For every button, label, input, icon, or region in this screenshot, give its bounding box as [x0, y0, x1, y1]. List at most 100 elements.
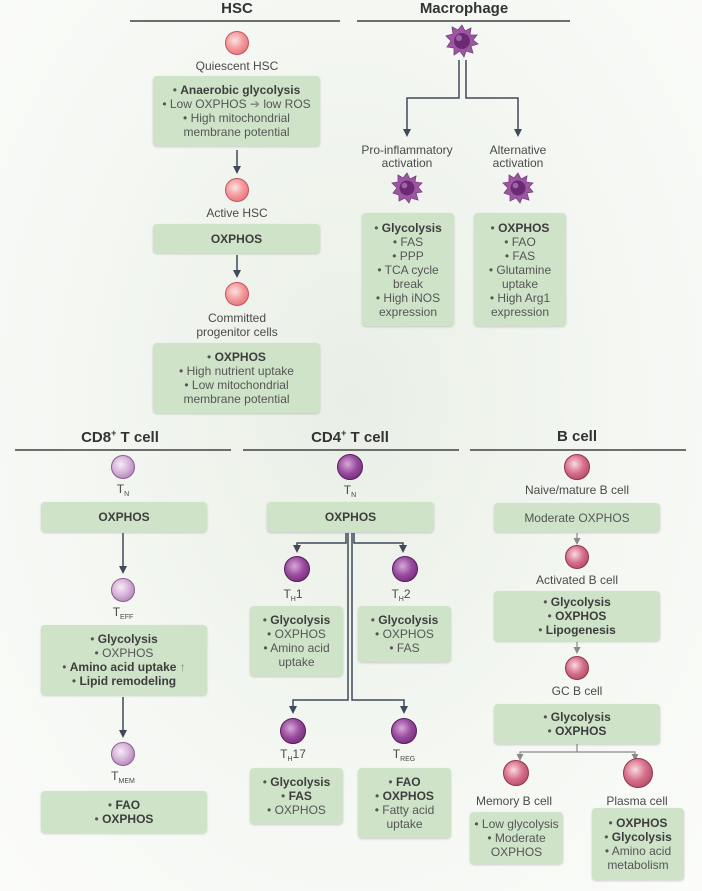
metabolism-item: OXPHOS — [210, 231, 263, 246]
quiescent-hsc-label: Quiescent HSC — [195, 59, 279, 73]
arrow-to-alternative — [465, 60, 522, 137]
committed-label-line2: progenitor cells — [196, 325, 278, 339]
treg-box: • FAO • OXPHOS • Fatty acid uptake — [358, 768, 451, 838]
cd8-teff-label: TEFF — [112, 605, 134, 621]
gc-bcell-label: GC B cell — [551, 684, 603, 698]
arrow-gc-to-plasma — [577, 751, 639, 761]
th1-label: TH1 — [283, 587, 303, 603]
cd8-rule — [15, 449, 231, 451]
metabolism-item: • OXPHOS — [490, 220, 550, 235]
metabolism-item: • OXPHOS — [547, 724, 607, 738]
metabolism-item: • Glycolysis — [374, 220, 442, 235]
memory-bcell-label: Memory B cell — [475, 794, 553, 808]
activated-bcell-icon — [565, 545, 589, 569]
cd8-tn-icon — [111, 455, 135, 479]
metabolism-item: • FAO — [504, 234, 536, 249]
arrow-gc-to-memory — [516, 744, 578, 761]
metabolism-item: • High mitochondrial — [183, 111, 290, 125]
cd8-tn-label: TN — [116, 482, 130, 498]
pro-inflammatory-macrophage-icon — [391, 172, 423, 204]
metabolism-item: • Amino acid uptake ↑ — [62, 660, 186, 674]
metabolism-item: • OXPHOS — [375, 789, 434, 803]
quiescent-hsc-box: • Anaerobic glycolysis • Low OXPHOS ➔ lo… — [153, 76, 320, 146]
arrow-right-icon: ➔ — [249, 97, 260, 111]
alternative-label-line2: activation — [492, 156, 544, 170]
metabolism-item: • Moderate — [487, 831, 546, 845]
bcell-rule — [470, 449, 686, 451]
metabolism-item: metabolism — [607, 858, 669, 872]
metabolism-item: • FAO — [388, 775, 421, 789]
alternative-macrophage-icon — [502, 172, 534, 204]
plasma-cell-icon — [623, 758, 653, 788]
metabolism-item: • OXPHOS — [94, 812, 154, 826]
metabolism-item: OXPHOS — [324, 510, 377, 524]
metabolism-item: • Fatty acid — [374, 803, 435, 817]
metabolism-item: membrane potential — [183, 392, 290, 406]
arrow-to-treg — [351, 533, 408, 714]
activated-bcell-label: Activated B cell — [535, 573, 619, 587]
committed-progenitor-box: • OXPHOS • High nutrient uptake • Low mi… — [153, 343, 320, 413]
metabolism-item: break — [392, 276, 424, 291]
th2-label: TH2 — [391, 587, 411, 603]
th2-icon — [392, 556, 418, 582]
metabolism-item: • Glutamine — [488, 262, 552, 277]
active-hsc-box: OXPHOS — [153, 224, 320, 253]
metabolism-item: • Glycolysis — [262, 613, 331, 627]
th17-label: TH17 — [280, 747, 306, 763]
metabolism-item: • Low glycolysis — [474, 817, 559, 831]
cd8-teff-icon — [111, 578, 135, 602]
metabolism-item: • FAS — [392, 234, 424, 249]
macrophage-title: Macrophage — [419, 0, 509, 17]
metabolism-item: • Glycolysis — [543, 595, 611, 609]
metabolism-item: • OXPHOS — [94, 646, 154, 660]
arrow-to-th1 — [293, 533, 347, 553]
alternative-box: • OXPHOS • FAO • FAS • Glutamine uptake … — [474, 213, 566, 326]
arrow-to-th2 — [353, 533, 407, 553]
metabolism-item: membrane potential — [183, 125, 290, 139]
memory-bcell-box: • Low glycolysis • Moderate OXPHOS — [470, 812, 563, 864]
metabolism-item: • OXPHOS — [267, 803, 326, 817]
active-hsc-label: Active HSC — [206, 206, 268, 220]
metabolism-item: • FAS — [504, 248, 536, 263]
activated-bcell-box: • Glycolysis • OXPHOS • Lipogenesis — [494, 591, 660, 641]
metabolism-item: • Anaerobic glycolysis — [172, 83, 301, 97]
metabolism-item: • High nutrient uptake — [179, 364, 294, 378]
cd4-title: CD4+ T cell — [311, 428, 389, 446]
metabolism-item: expression — [490, 304, 550, 319]
th1-box: • Glycolysis • OXPHOS • Amino acid uptak… — [250, 606, 343, 676]
active-hsc-icon — [225, 178, 249, 202]
metabolism-item: • Glycolysis — [604, 830, 672, 844]
metabolism-item: • OXPHOS — [375, 627, 434, 641]
metabolism-item: • Glycolysis — [543, 710, 611, 724]
metabolism-item: Moderate OXPHOS — [524, 510, 630, 525]
metabolism-item: • OXPHOS — [608, 816, 668, 830]
committed-progenitor-icon — [225, 282, 249, 306]
metabolism-item: • TCA cycle — [377, 262, 439, 277]
metabolism-item: • Amino acid — [604, 844, 672, 858]
pro-inflammatory-label-line1: Pro-inflammatory — [361, 143, 453, 157]
metabolism-item: • Lipid remodeling — [71, 674, 177, 688]
metabolism-item: OXPHOS — [98, 510, 150, 524]
metabolism-item: • OXPHOS — [207, 350, 266, 364]
th17-icon — [280, 718, 306, 744]
metabolism-item: • OXPHOS — [267, 627, 326, 641]
cd8-tmem-label: TMEM — [111, 769, 135, 785]
metabolism-item: • Glycolysis — [370, 613, 439, 627]
cd8-tmem-box: • FAO • OXPHOS — [41, 791, 207, 833]
metabolism-item: uptake — [278, 655, 315, 669]
macrophage-icon — [445, 24, 479, 58]
hsc-rule — [130, 20, 340, 22]
cd4-tn-box: OXPHOS — [267, 502, 434, 532]
gc-bcell-icon — [565, 656, 589, 680]
metabolism-item: OXPHOS — [490, 845, 543, 859]
metabolism-item: • OXPHOS — [547, 609, 607, 623]
arrow-to-pro-inflammatory — [403, 60, 460, 137]
arrow-to-th17 — [289, 533, 349, 714]
metabolism-item: • High iNOS — [375, 290, 441, 305]
naive-bcell-box: Moderate OXPHOS — [494, 503, 660, 532]
cd4-tn-icon — [337, 454, 363, 480]
plasma-cell-box: • OXPHOS • Glycolysis • Amino acid metab… — [592, 808, 684, 880]
naive-bcell-icon — [564, 454, 590, 480]
cd8-tmem-icon — [111, 742, 135, 766]
